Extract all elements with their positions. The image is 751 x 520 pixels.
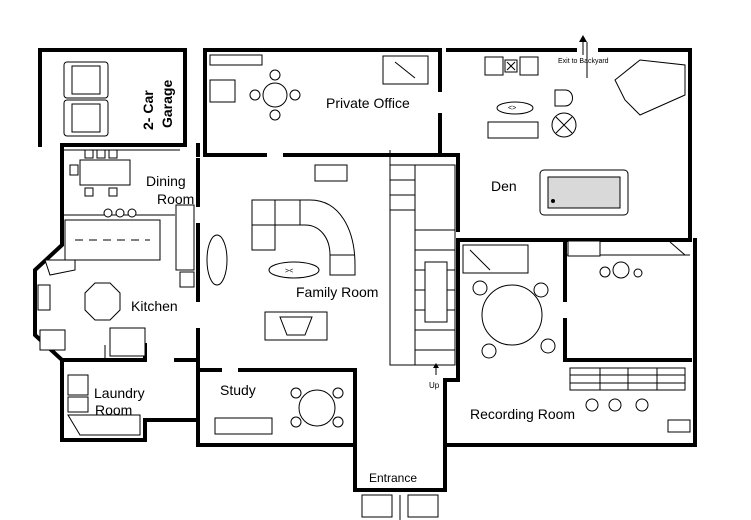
family-room-furniture: >< bbox=[206, 164, 356, 341]
garage-cars bbox=[63, 61, 109, 137]
exit-arrow-icon bbox=[579, 35, 587, 55]
entrance-doors bbox=[361, 494, 439, 520]
recording-room-label: Recording Room bbox=[470, 406, 575, 422]
staircase bbox=[389, 164, 456, 375]
exit-backyard-label: Exit to Backyard bbox=[558, 58, 609, 65]
entrance-label: Entrance bbox=[369, 471, 417, 485]
svg-text:<>: <> bbox=[508, 105, 516, 112]
garage-label-line1: 2- Car bbox=[140, 90, 156, 130]
study-furniture bbox=[214, 387, 344, 435]
dining-table bbox=[69, 149, 195, 288]
family-room-label: Family Room bbox=[296, 284, 378, 300]
kitchen-label: Kitchen bbox=[131, 298, 178, 314]
office-furniture bbox=[209, 54, 429, 121]
laundry-room-label-line2: Room bbox=[95, 402, 132, 418]
laundry-room-label-line1: Laundry bbox=[94, 385, 145, 401]
laundry-fixtures bbox=[67, 374, 141, 436]
study-label: Study bbox=[220, 382, 256, 398]
kitchen-fixtures bbox=[37, 219, 161, 357]
den-label: Den bbox=[491, 178, 517, 194]
private-office-label: Private Office bbox=[326, 95, 410, 111]
den-furniture: <> bbox=[484, 42, 686, 216]
dining-room-label-line2: Room bbox=[157, 191, 194, 207]
svg-text:><: >< bbox=[285, 268, 293, 275]
garage-label-line2: Garage bbox=[159, 80, 175, 128]
stairs-up-label: Up bbox=[429, 381, 440, 390]
dining-room-label-line1: Dining bbox=[146, 173, 186, 189]
recording-furniture bbox=[462, 240, 691, 433]
